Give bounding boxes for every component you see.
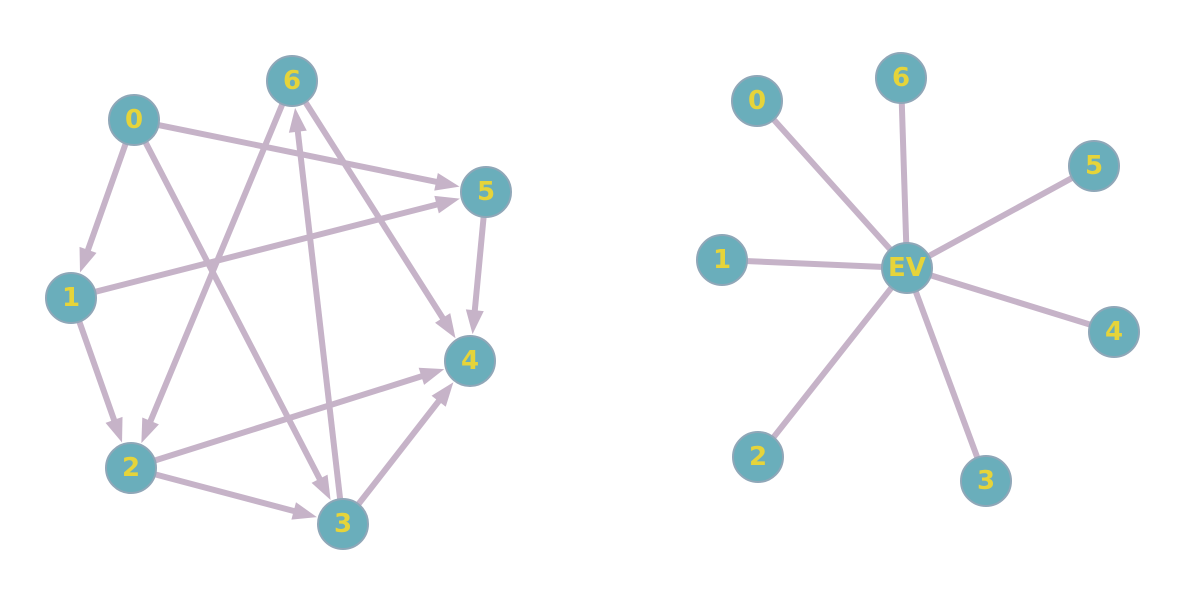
node-2: 2 — [105, 442, 157, 494]
edge-6-4 — [302, 100, 456, 339]
node-label: 5 — [477, 177, 495, 207]
arrowhead-icon — [418, 367, 445, 385]
edge-1-2 — [76, 320, 123, 443]
node-label: 2 — [122, 453, 140, 483]
node-label: 6 — [892, 63, 910, 93]
node-6: 6 — [266, 55, 318, 107]
node-label: 3 — [334, 509, 352, 539]
edge-3-4 — [355, 382, 454, 507]
node-4: 4 — [444, 335, 496, 387]
edge-1-5 — [94, 195, 460, 295]
arrowhead-icon — [79, 246, 97, 273]
edge-EV-0 — [754, 98, 910, 271]
edge-EV-1 — [721, 257, 908, 271]
node-5: 5 — [1068, 140, 1120, 192]
node-label: 0 — [125, 105, 143, 135]
edge-EV-5 — [905, 163, 1096, 271]
node-label: 6 — [283, 66, 301, 96]
arrowhead-icon — [105, 416, 123, 443]
edge-EV-3 — [904, 266, 989, 483]
edge-EV-4 — [906, 265, 1115, 335]
arrowhead-icon — [141, 417, 159, 444]
edge-2-4 — [153, 367, 445, 464]
node-1: 1 — [696, 234, 748, 286]
edge-6-2 — [141, 102, 286, 444]
arrowhead-icon — [435, 313, 456, 339]
node-label: 2 — [749, 442, 767, 472]
node-label: 5 — [1085, 151, 1103, 181]
edge-EV-2 — [755, 266, 910, 459]
node-1: 1 — [45, 272, 97, 324]
node-label: 4 — [1105, 317, 1123, 347]
node-label: 0 — [748, 86, 766, 116]
edge-5-4 — [465, 216, 487, 335]
arrowhead-icon — [291, 502, 317, 520]
edge-3-6 — [288, 107, 344, 500]
node-0: 0 — [731, 75, 783, 127]
arrowhead-icon — [434, 172, 460, 191]
edge-0-3 — [142, 140, 331, 501]
node-label: 3 — [977, 466, 995, 496]
node-5: 5 — [460, 166, 512, 218]
node-2: 2 — [732, 431, 784, 483]
arrowhead-icon — [434, 195, 460, 214]
node-label: 1 — [713, 245, 731, 275]
node-6: 6 — [875, 52, 927, 104]
node-3: 3 — [317, 498, 369, 550]
node-3: 3 — [960, 455, 1012, 507]
edge-2-3 — [154, 471, 317, 520]
node-4: 4 — [1088, 306, 1140, 358]
node-label: 1 — [62, 283, 80, 313]
node-0: 0 — [108, 94, 160, 146]
edge-0-1 — [79, 142, 129, 273]
directed-graph: 0 1 2 3 4 5 6 — [45, 55, 512, 550]
node-label: EV — [888, 253, 926, 283]
arrowhead-icon — [465, 309, 484, 335]
edge-EV-6 — [898, 77, 910, 269]
arrowhead-icon — [288, 107, 307, 133]
arrowhead-icon — [431, 382, 454, 407]
star-graph: EV 0 1 2 3 4 5 6 — [696, 52, 1140, 507]
node-ev: EV — [881, 242, 933, 294]
arrowhead-icon — [311, 474, 331, 501]
node-label: 4 — [461, 346, 479, 376]
edge-0-5 — [157, 122, 460, 191]
